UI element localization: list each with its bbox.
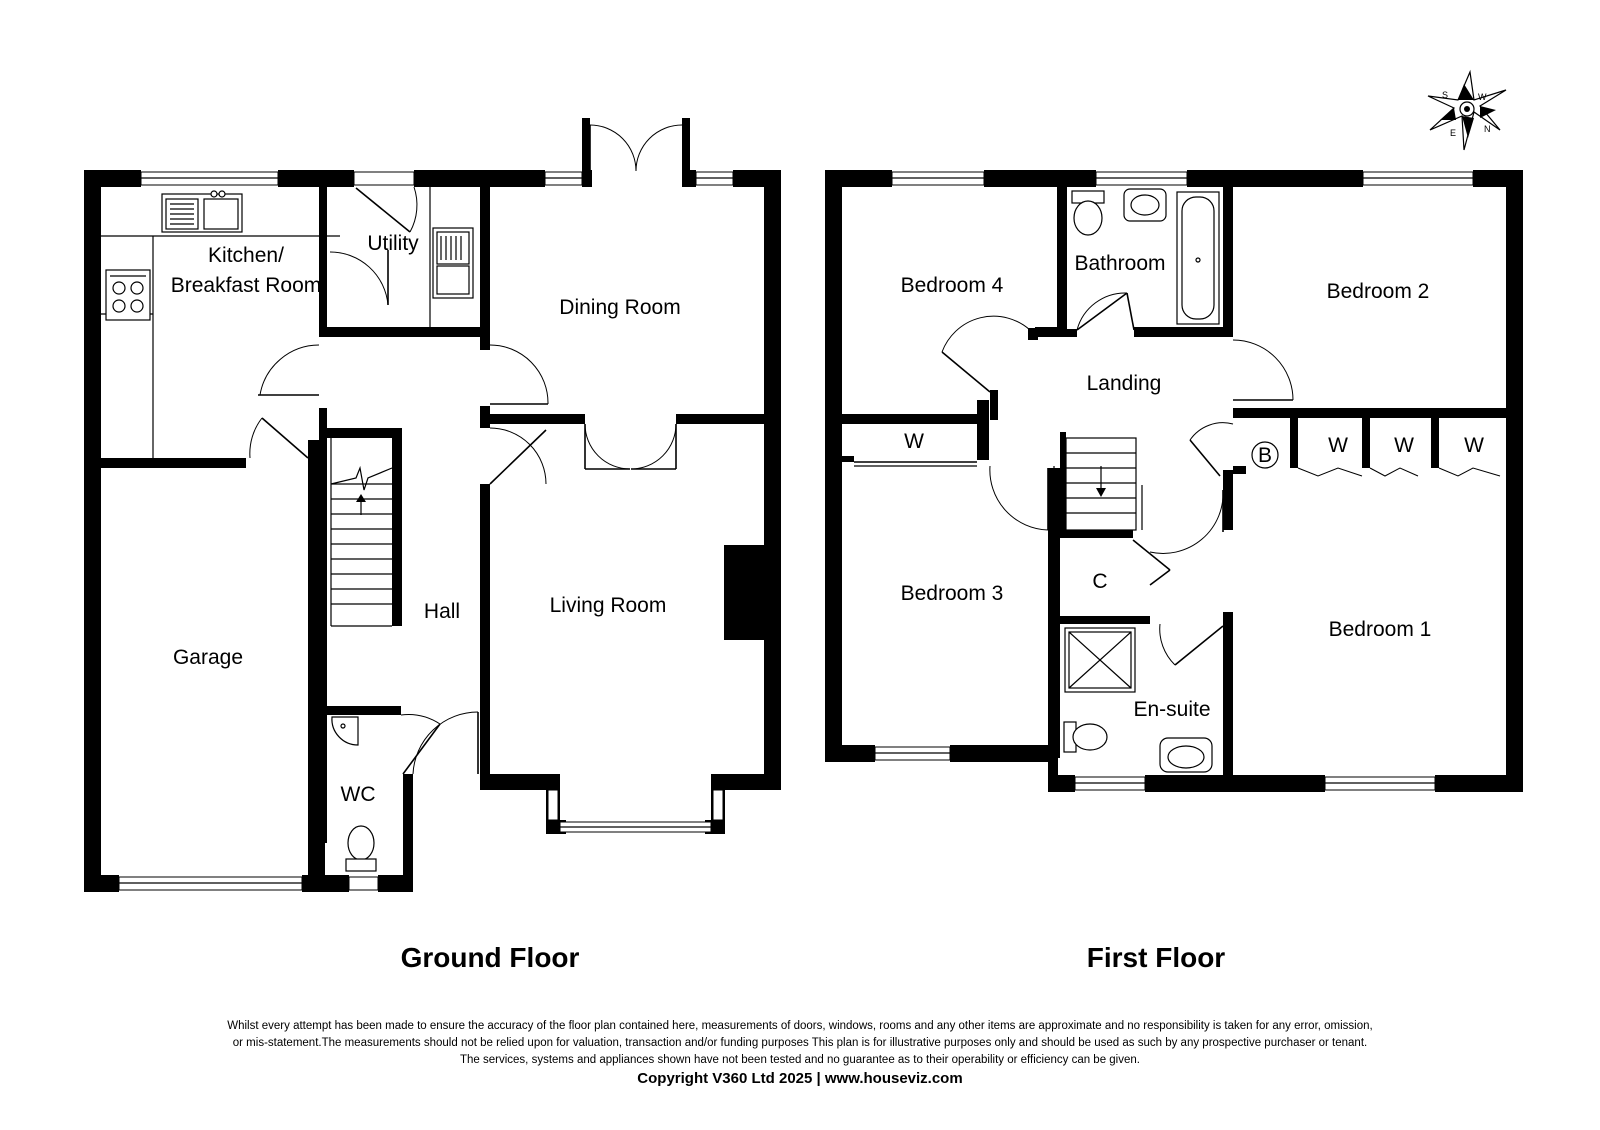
room-label-dining: Dining Room <box>559 296 680 319</box>
compass-letter-s: S <box>1442 90 1448 100</box>
ground-floor-title: Ground Floor <box>401 942 580 973</box>
bath-icon <box>1176 191 1220 325</box>
first-floor-windows <box>874 171 1474 791</box>
first-floor-walls <box>825 170 1523 792</box>
wc-toilet-icon <box>347 825 375 861</box>
copyright: Copyright V360 Ltd 2025 | www.houseviz.c… <box>637 1070 963 1087</box>
kitchen-sink-icon <box>161 193 243 233</box>
first-floor-labels: Bedroom 4 Bathroom Bedroom 2 Landing W B… <box>901 252 1484 721</box>
disclaimer-line-2: or mis-statement.The measurements should… <box>232 1037 1368 1049</box>
room-label-landing: Landing <box>1087 372 1162 395</box>
first-floor-title: First Floor <box>1087 942 1226 973</box>
first-floor-doors <box>854 292 1501 666</box>
ensuite-toilet-icon <box>1072 723 1108 751</box>
room-label-bathroom: Bathroom <box>1074 252 1165 275</box>
room-label-kitchen-line2: Breakfast Room <box>171 274 322 297</box>
room-label-wardrobe3: W <box>1464 434 1484 457</box>
first-floor-plan: Bedroom 4 Bathroom Bedroom 2 Landing W B… <box>825 170 1523 973</box>
room-label-boiler: B <box>1258 444 1272 467</box>
hob-icon <box>105 269 151 321</box>
room-label-wc: WC <box>341 783 376 806</box>
ground-floor-plan: Kitchen/ Breakfast Room Utility Dining R… <box>84 118 781 973</box>
room-label-bedroom4: Bedroom 4 <box>901 274 1004 297</box>
room-label-bedroom2: Bedroom 2 <box>1327 280 1430 303</box>
ground-floor-doors <box>249 124 683 775</box>
ground-stairs-icon <box>330 438 393 627</box>
disclaimer: Whilst every attempt has been made to en… <box>100 1018 1500 1089</box>
room-label-wardrobe1: W <box>1328 434 1348 457</box>
room-label-living: Living Room <box>550 594 667 617</box>
ground-floor-windows <box>118 171 734 891</box>
compass-letter-n: N <box>1484 124 1491 134</box>
room-label-cupboard: C <box>1092 570 1107 593</box>
bathroom-basin-icon <box>1123 188 1167 222</box>
wc-basin-icon <box>331 716 359 746</box>
first-floor-fixtures <box>1053 188 1279 773</box>
compass-icon: W N E S <box>1427 69 1507 151</box>
room-label-bedroom1: Bedroom 1 <box>1329 618 1432 641</box>
disclaimer-line-1: Whilst every attempt has been made to en… <box>227 1020 1373 1032</box>
room-label-garage: Garage <box>173 646 243 669</box>
room-label-kitchen: Kitchen/ <box>208 244 284 267</box>
bathroom-toilet-icon <box>1073 200 1103 236</box>
room-label-bedroom3: Bedroom 3 <box>901 582 1004 605</box>
compass-letter-w: W <box>1478 92 1487 102</box>
room-label-wardrobe-bed3: W <box>904 430 924 453</box>
room-label-ensuite: En-suite <box>1133 698 1210 721</box>
ground-floor-labels: Kitchen/ Breakfast Room Utility Dining R… <box>171 232 681 806</box>
disclaimer-line-3: The services, systems and appliances sho… <box>460 1054 1140 1066</box>
ground-floor-walls <box>84 118 781 892</box>
boiler-icon <box>1251 441 1279 469</box>
ground-floor-fixtures <box>101 187 474 872</box>
utility-sink-icon <box>432 227 474 299</box>
first-stairs-icon <box>1053 437 1143 531</box>
room-label-utility: Utility <box>367 232 419 255</box>
room-label-hall: Hall <box>424 600 460 623</box>
compass-letter-e: E <box>1450 128 1456 138</box>
room-label-wardrobe2: W <box>1394 434 1414 457</box>
ensuite-basin-icon <box>1159 737 1213 773</box>
